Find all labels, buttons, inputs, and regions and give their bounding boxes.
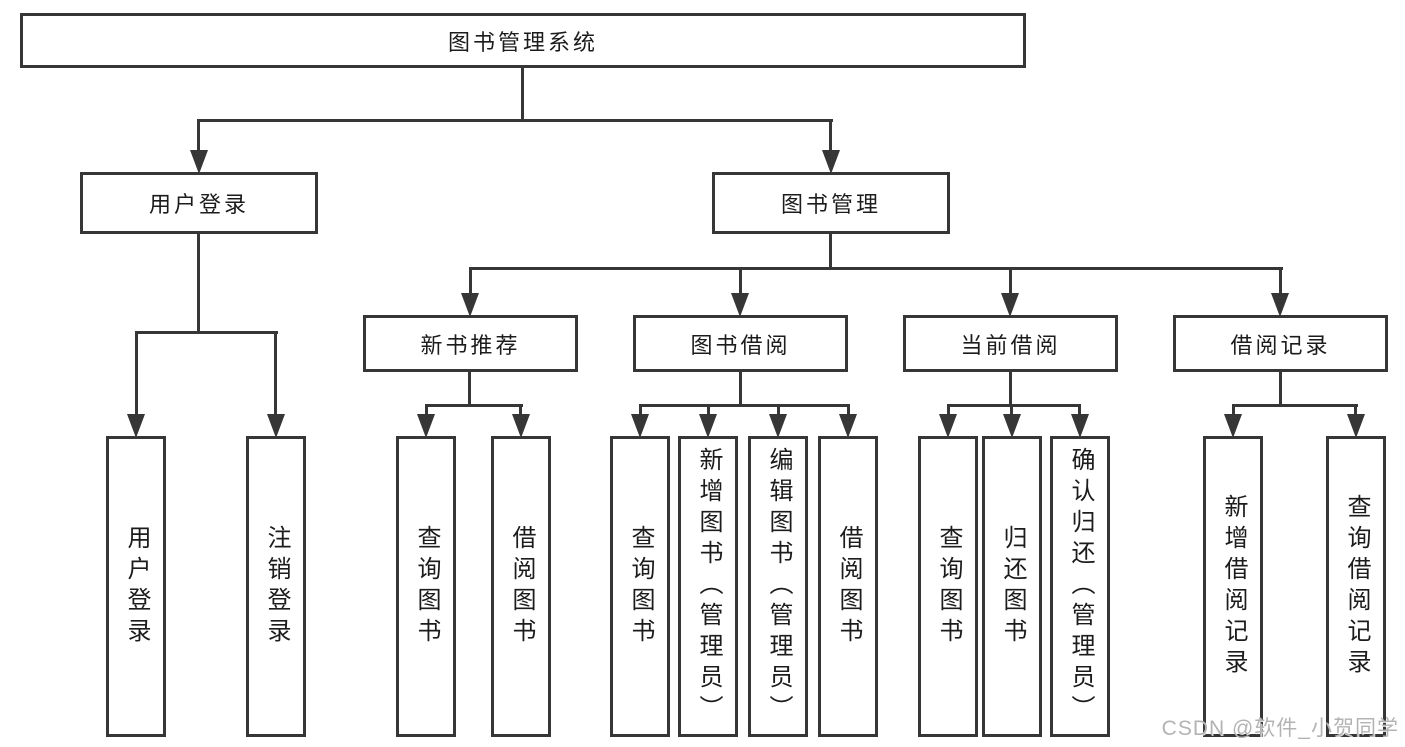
connector-book-mgmt-bar bbox=[469, 267, 1283, 270]
connector-to-borrowing-records bbox=[1279, 267, 1282, 296]
connector-to-book-borrowing bbox=[739, 267, 742, 296]
arrow-down-icon bbox=[1071, 414, 1089, 438]
leaf-query-borrow-record: 查询借阅记录 bbox=[1326, 436, 1386, 737]
node-user-login: 用户登录 bbox=[80, 172, 318, 234]
connector-borrowing-records-stem bbox=[1279, 369, 1282, 407]
arrow-down-icon bbox=[699, 414, 717, 438]
arrow-down-icon bbox=[1347, 414, 1365, 438]
leaf-edit-book-admin: 编辑图书（管理员） bbox=[748, 436, 808, 737]
arrow-down-icon bbox=[939, 414, 957, 438]
arrow-down-icon bbox=[731, 293, 749, 317]
connector-borrowing-records-bar bbox=[1232, 404, 1358, 407]
arrow-down-icon bbox=[461, 293, 479, 317]
leaf-borrow-book: 借阅图书 bbox=[818, 436, 878, 737]
arrow-down-icon bbox=[822, 150, 840, 174]
connector-to-leaf bbox=[777, 404, 780, 417]
leaf-user-login: 用户登录 bbox=[106, 436, 166, 737]
connector-root-stem bbox=[521, 67, 524, 122]
connector-root-bar bbox=[197, 119, 833, 122]
connector-to-leaf bbox=[1232, 404, 1235, 417]
connector-book-mgmt-stem bbox=[829, 231, 832, 270]
arrow-down-icon bbox=[1003, 414, 1021, 438]
node-book-borrowing: 图书借阅 bbox=[633, 315, 848, 372]
arrow-down-icon bbox=[839, 414, 857, 438]
leaf-return-book: 归还图书 bbox=[982, 436, 1042, 737]
connector-to-leaf bbox=[135, 331, 138, 416]
leaf-logout: 注销登录 bbox=[246, 436, 306, 737]
leaf-confirm-return-admin: 确认归还（管理员） bbox=[1050, 436, 1110, 737]
arrow-down-icon bbox=[512, 414, 530, 438]
leaf-add-borrow-record: 新增借阅记录 bbox=[1203, 436, 1263, 737]
leaf-borrow-book-recommend: 借阅图书 bbox=[491, 436, 551, 737]
connector-to-leaf bbox=[425, 404, 428, 417]
connector-to-leaf bbox=[707, 404, 710, 417]
connector-current-borrowing-bar bbox=[947, 404, 1081, 407]
connector-to-leaf bbox=[274, 331, 277, 416]
arrow-down-icon bbox=[769, 414, 787, 438]
connector-new-book-bar bbox=[425, 404, 523, 407]
node-borrowing-records: 借阅记录 bbox=[1173, 315, 1388, 372]
arrow-down-icon bbox=[190, 150, 208, 174]
connector-to-leaf bbox=[519, 404, 522, 417]
connector-to-leaf bbox=[1010, 404, 1013, 417]
arrow-down-icon bbox=[1224, 414, 1242, 438]
node-book-management: 图书管理 bbox=[712, 172, 950, 234]
connector-to-leaf bbox=[847, 404, 850, 417]
connector-user-login-bar bbox=[135, 331, 278, 334]
connector-current-borrowing-stem bbox=[1009, 369, 1012, 407]
node-library-management-system: 图书管理系统 bbox=[20, 13, 1026, 68]
arrow-down-icon bbox=[267, 414, 285, 438]
arrow-down-icon bbox=[631, 414, 649, 438]
arrow-down-icon bbox=[417, 414, 435, 438]
connector-book-borrowing-stem bbox=[739, 369, 742, 407]
connector-user-login-stem bbox=[197, 231, 200, 334]
connector-to-book-management bbox=[829, 119, 832, 152]
arrow-down-icon bbox=[1001, 293, 1019, 317]
arrow-down-icon bbox=[127, 414, 145, 438]
connector-to-leaf bbox=[947, 404, 950, 417]
arrow-down-icon bbox=[1271, 293, 1289, 317]
connector-to-new-book bbox=[469, 267, 472, 296]
leaf-add-book-admin: 新增图书（管理员） bbox=[678, 436, 738, 737]
connector-to-leaf bbox=[639, 404, 642, 417]
node-current-borrowing: 当前借阅 bbox=[903, 315, 1118, 372]
leaf-query-book-borrowing: 查询图书 bbox=[610, 436, 670, 737]
leaf-query-book-recommend: 查询图书 bbox=[396, 436, 456, 737]
csdn-watermark: CSDN @软件_小贺同学 bbox=[1161, 717, 1399, 740]
connector-to-leaf bbox=[1354, 404, 1357, 417]
node-new-book-recommend: 新书推荐 bbox=[363, 315, 578, 372]
connector-book-borrowing-bar bbox=[639, 404, 850, 407]
connector-to-user-login bbox=[197, 119, 200, 152]
leaf-query-book-current: 查询图书 bbox=[918, 436, 978, 737]
connector-new-book-stem bbox=[468, 369, 471, 407]
connector-to-current-borrowing bbox=[1009, 267, 1012, 296]
connector-to-leaf bbox=[1078, 404, 1081, 417]
